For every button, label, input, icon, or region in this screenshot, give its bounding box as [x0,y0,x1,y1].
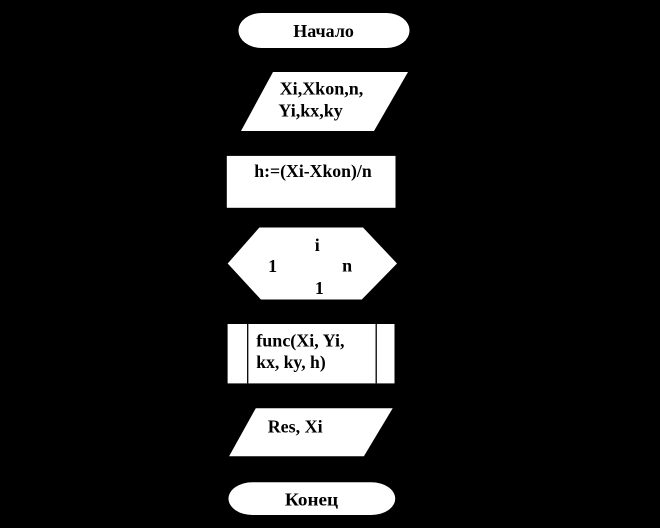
svg-text:1: 1 [315,278,324,298]
svg-text:Начало: Начало [293,21,354,41]
svg-text:Конец: Конец [285,490,339,510]
svg-text:kx, ky, h): kx, ky, h) [256,352,325,373]
svg-text:1: 1 [268,256,277,276]
svg-text:Yi,kx,ky: Yi,kx,ky [278,100,342,120]
svg-text:func(Xi, Yi,: func(Xi, Yi, [256,331,344,352]
svg-text:Xi,Xkon,n,: Xi,Xkon,n, [280,79,364,99]
svg-text:h:=(Xi-Xkon)/n: h:=(Xi-Xkon)/n [254,161,371,182]
svg-text:n: n [342,255,352,275]
svg-text:Res, Xi: Res, Xi [268,416,323,436]
svg-text:i: i [315,235,320,255]
